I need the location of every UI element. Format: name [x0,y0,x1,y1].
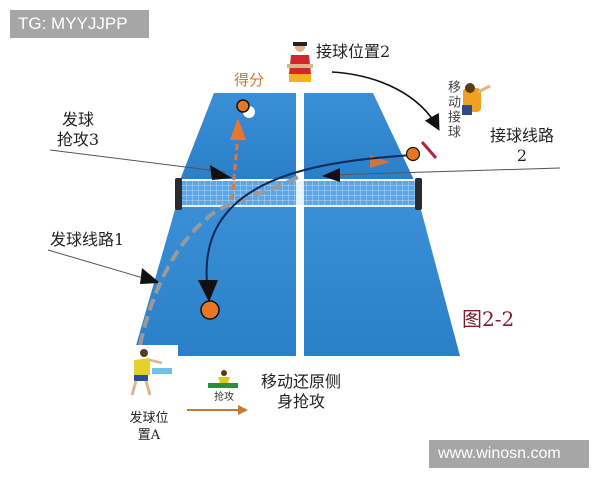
attack-icon-label: 抢攻 [214,392,234,403]
table-near-half [133,206,460,356]
net-post-left [175,178,182,210]
table-far-half [180,93,414,180]
receive-route-label: 接球线路 2 [486,126,558,166]
ball-receive [405,146,421,162]
serve-position-line1: 发球位 [129,411,169,426]
ball-landing [200,300,220,320]
net-post-right [415,178,422,210]
move-back-arrow-icon [238,405,248,415]
pointer-receive-route [327,167,561,176]
move-receive-arrow [331,71,440,131]
serve-route-path [138,174,301,346]
figure-caption: 图2-2 [462,307,515,331]
move-back-label: 移动还原侧 身抢攻 [246,372,356,412]
receiver-player-icon [287,42,313,82]
receive-route-line2: 2 [516,146,528,165]
attack-path [230,134,240,201]
serve-position-label: 发球位 置A [122,410,176,444]
serve-position-line2: 置A [137,428,161,443]
pointer-serve-route [47,249,151,281]
pointer-serve-attack [49,149,226,173]
ball-score [236,99,250,113]
net [175,178,422,210]
move-back-line2: 身抢攻 [276,392,325,411]
serve-attack-line2: 抢攻3 [56,130,100,149]
serve-attack-label: 发球 抢攻3 [50,110,106,150]
watermark-top: TG: MYYJJPP [10,10,149,38]
moving-receiver-icon [462,83,491,115]
watermark-bottom: www.winosn.com [429,440,589,468]
move-back-line1: 移动还原侧 [260,372,341,391]
receive-route-line1: 接球线路 [489,126,554,145]
serve-attack-line1: 发球 [61,110,94,129]
receive-route-curve [205,154,413,296]
receive-position-label: 接球位置2 [316,42,391,61]
paddle-icon [420,141,438,159]
serve-route-label: 发球线路1 [50,230,125,249]
move-receive-label: 移动接球 [445,80,460,140]
receive-arrow-head-icon [198,280,218,302]
score-label: 得分 [234,71,265,89]
server-player-icon [120,345,178,405]
attacking-player-icon [208,370,238,388]
attack-arrow-icon [230,118,246,140]
